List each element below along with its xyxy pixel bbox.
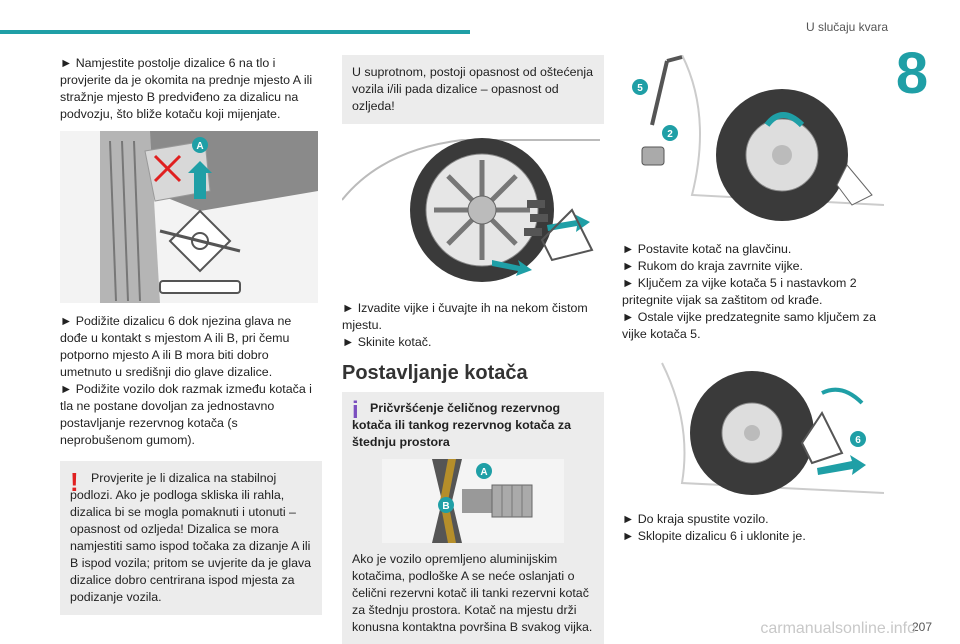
warning-text: U suprotnom, postoji opasnost od oštećen… bbox=[352, 65, 594, 113]
wheel-bolt-figure: A B bbox=[382, 459, 564, 543]
info-icon: i bbox=[352, 397, 359, 424]
paragraph: ► Rukom do kraja zavrnite vijke. bbox=[622, 259, 803, 273]
warning-text: Provjerite je li dizalica na stabilnoj p… bbox=[70, 471, 312, 604]
header-accent-bar bbox=[0, 30, 470, 34]
info-box: i Pričvršćenje čeličnog rezervnog kotača… bbox=[342, 392, 604, 644]
page-number: 207 bbox=[911, 620, 932, 634]
warning-icon: ! bbox=[70, 467, 79, 497]
figure-label-a: A bbox=[196, 141, 203, 152]
watermark: carmanualsonline.info bbox=[760, 620, 916, 637]
paragraph: ► Ostale vijke predzategnite samo ključe… bbox=[622, 310, 876, 341]
column-3: 5 2 ► Postavite kotač na glavčinu. ► Ruk… bbox=[622, 55, 884, 545]
figure-label-b: B bbox=[442, 501, 449, 512]
jack-lowering-figure: 6 bbox=[622, 353, 884, 503]
section-title: U slučaju kvara bbox=[805, 20, 888, 34]
column-2: U suprotnom, postoji opasnost od oštećen… bbox=[342, 55, 604, 644]
paragraph: ► Podižite dizalicu 6 dok njezina glava … bbox=[60, 314, 292, 379]
paragraph: ► Namjestite postolje dizalice 6 na tlo … bbox=[60, 56, 313, 121]
warning-box-continued: U suprotnom, postoji opasnost od oštećen… bbox=[342, 55, 604, 124]
jack-placement-figure: A bbox=[60, 131, 318, 303]
info-text: Ako je vozilo opremljeno aluminijskim ko… bbox=[352, 552, 593, 634]
paragraph: ► Do kraja spustite vozilo. bbox=[622, 512, 769, 526]
paragraph: ► Ključem za vijke kotača 5 i nastavkom … bbox=[622, 276, 857, 307]
paragraph: ► Sklopite dizalicu 6 i uklonite je. bbox=[622, 529, 806, 543]
figure-label-6: 6 bbox=[855, 435, 861, 446]
paragraph: ► Izvadite vijke i čuvajte ih na nekom č… bbox=[342, 301, 588, 332]
column-1: ► Namjestite postolje dizalice 6 na tlo … bbox=[60, 55, 322, 615]
warning-box: ! Provjerite je li dizalica na stabilnoj… bbox=[60, 461, 322, 615]
paragraph: ► Postavite kotač na glavčinu. bbox=[622, 242, 792, 256]
info-title: Pričvršćenje čeličnog rezervnog kotača i… bbox=[352, 401, 571, 449]
paragraph: ► Podižite vozilo dok razmak između kota… bbox=[60, 382, 312, 447]
section-heading: Postavljanje kotača bbox=[342, 362, 528, 384]
figure-label-a: A bbox=[480, 467, 487, 478]
chapter-number: 8 bbox=[895, 41, 929, 106]
figure-label-5: 5 bbox=[637, 83, 643, 94]
figure-label-2: 2 bbox=[667, 129, 673, 140]
wheel-removal-figure bbox=[342, 130, 600, 290]
paragraph: ► Skinite kotač. bbox=[342, 335, 432, 349]
wheel-mounting-figure: 5 2 bbox=[622, 55, 884, 231]
